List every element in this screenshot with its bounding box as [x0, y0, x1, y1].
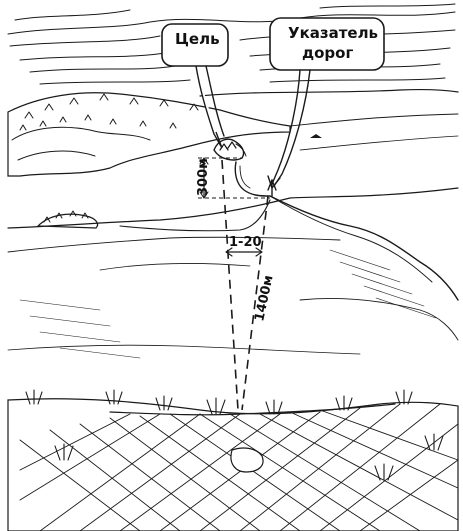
sight-line-target [221, 159, 239, 411]
target-callout: Цель [161, 23, 229, 149]
depth-dimension: 300м [196, 157, 270, 199]
sight-lines [221, 159, 269, 411]
road-sign-callout-line2: дорог [302, 44, 353, 62]
distant-forest [7, 89, 459, 177]
angle-dimension: 1-20 [225, 235, 263, 257]
angle-label: 1-20 [229, 235, 262, 250]
sight-line-road-sign [241, 195, 269, 411]
foreground-position [7, 389, 459, 531]
sky-clouds [7, 3, 456, 85]
road-sign-callout-line1: Указатель [288, 24, 378, 42]
midground-terrain [7, 161, 459, 359]
target-callout-text: Цель [175, 30, 220, 48]
depth-label: 300м [196, 158, 211, 196]
road [234, 161, 459, 301]
range-label: 1400м [252, 274, 276, 323]
road-sign-callout: Указатель дорог [267, 17, 385, 189]
